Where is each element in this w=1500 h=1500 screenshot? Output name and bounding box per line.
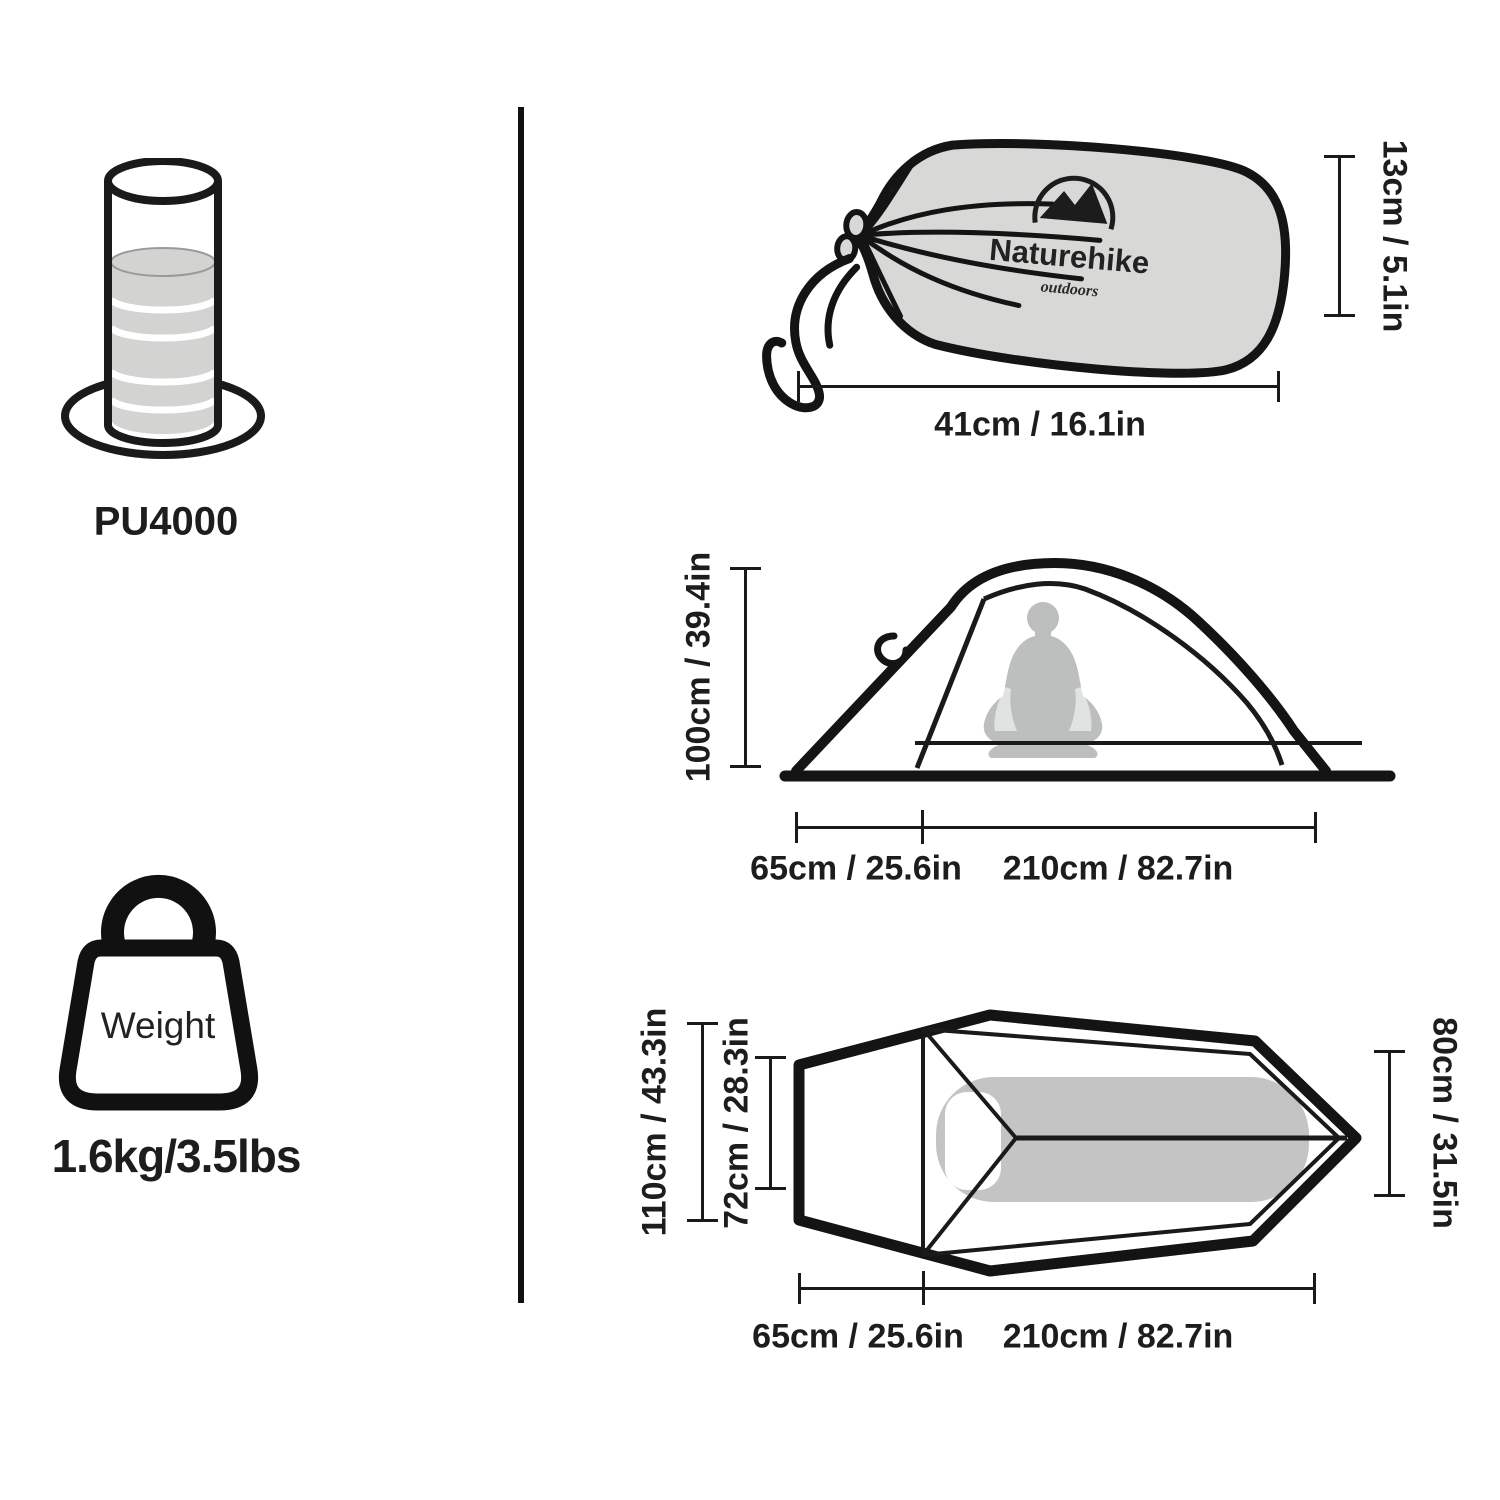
bag-length-dim-line xyxy=(797,371,1280,402)
weight-icon: Weight xyxy=(58,874,259,1111)
side-vestibule-dim-label: 65cm / 25.6in xyxy=(750,849,962,888)
bag-pleats xyxy=(857,164,1103,319)
bag-length-dim-label: 41cm / 16.1in xyxy=(934,405,1146,444)
weight-icon-label: Weight xyxy=(101,1005,216,1046)
tent-top-view xyxy=(793,1009,1362,1277)
top-vestibule-dim-label: 65cm / 25.6in xyxy=(752,1317,964,1356)
pillow xyxy=(945,1092,1001,1190)
inner-tent-outline xyxy=(914,581,1362,769)
water-column-icon xyxy=(61,158,265,459)
bag-height-dim-label: 13cm / 5.1in xyxy=(1375,139,1414,333)
outer-fly-outline xyxy=(779,558,1396,782)
waterproof-rating-label: PU4000 xyxy=(93,499,239,544)
top-foot-width-dim-line xyxy=(1374,1050,1405,1197)
top-foot-width-dim-label: 80cm / 31.5in xyxy=(1425,1017,1464,1229)
side-length-dim-mid-tick xyxy=(921,810,924,844)
person-silhouette xyxy=(983,602,1103,758)
top-outer-width-dim-line xyxy=(687,1022,718,1222)
top-length-dim-line xyxy=(798,1273,1316,1304)
drawstring-cord xyxy=(762,254,861,413)
top-inner-width-dim-line xyxy=(755,1056,786,1190)
brand-sub: outdoors xyxy=(1040,278,1099,300)
side-body-dim-label: 210cm / 82.7in xyxy=(1002,849,1234,888)
side-height-dim-label: 100cm / 39.4in xyxy=(679,551,718,783)
tent-side-view xyxy=(779,558,1396,782)
top-outer-width-dim-label: 110cm / 43.3in xyxy=(635,1007,674,1237)
top-view-inner-lines xyxy=(921,1027,1347,1257)
side-length-dim-line xyxy=(795,812,1317,843)
top-inner-width-dim-label: 72cm / 28.3in xyxy=(717,1017,756,1229)
top-body-dim-label: 210cm / 82.7in xyxy=(1002,1317,1234,1356)
section-divider xyxy=(518,107,524,1303)
stuff-sack-illustration: Naturehike outdoors xyxy=(762,139,1291,413)
weight-value-label: 1.6kg/3.5lbs xyxy=(51,1130,302,1182)
bag-height-dim-line xyxy=(1324,155,1355,317)
top-length-dim-mid-tick xyxy=(922,1271,925,1305)
side-height-dim-line xyxy=(730,567,761,768)
